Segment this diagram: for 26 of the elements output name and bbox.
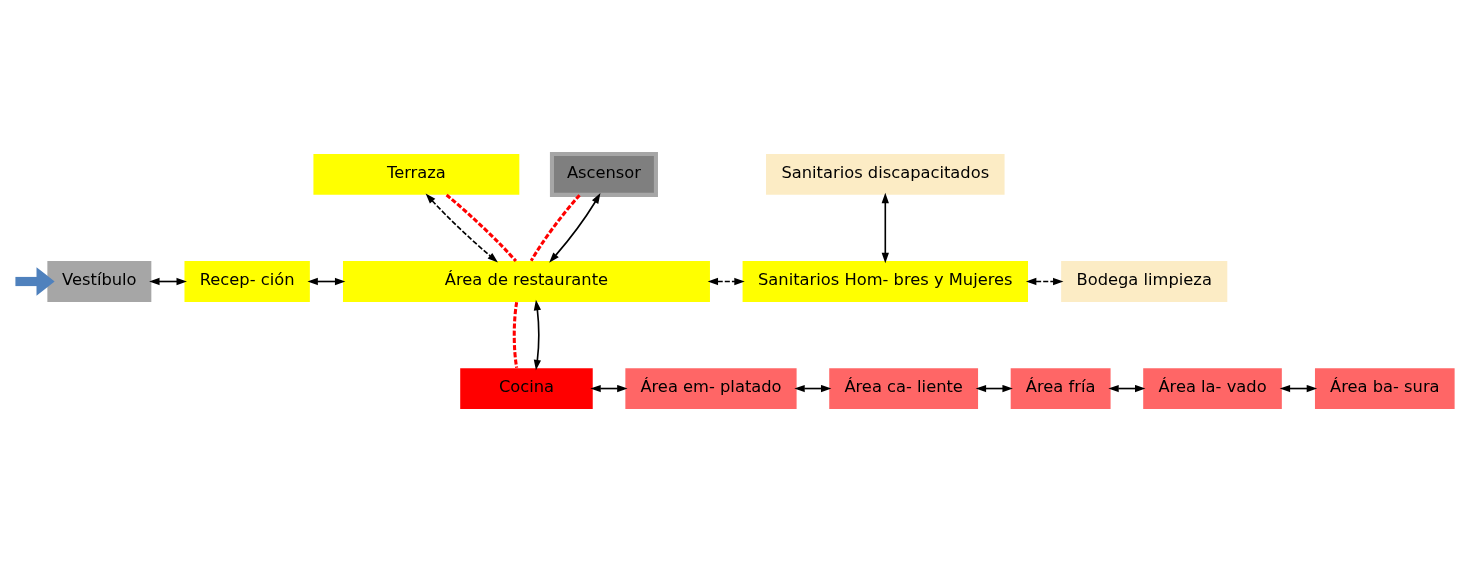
node-box: Bodega limpieza — [1060, 260, 1227, 302]
arrow — [306, 277, 345, 285]
arrow — [881, 192, 889, 263]
arrow — [1025, 277, 1063, 285]
arrow — [148, 277, 187, 285]
node-box: Área ca- liente — [828, 367, 978, 409]
connector — [512, 301, 518, 368]
arrow — [533, 299, 541, 370]
arrow — [425, 192, 498, 262]
node-box: Vestíbulo — [46, 260, 151, 302]
node-box: Cocina — [459, 367, 593, 409]
node-box: Sanitarios discapacitados — [765, 153, 1005, 195]
node-box: Sanitarios Hom- bres y Mujeres — [742, 260, 1028, 302]
node-box: Ascensor — [549, 151, 658, 197]
arrow — [707, 277, 745, 285]
connector — [445, 193, 517, 262]
node-box: Recep- ción — [183, 260, 310, 302]
node-box: Área em- platado — [624, 367, 797, 409]
connector — [529, 193, 581, 262]
arrow — [14, 266, 55, 296]
node-box: Área ba- sura — [1314, 367, 1455, 409]
node-box: Área la- vado — [1142, 367, 1282, 409]
arrow — [548, 192, 600, 263]
node-box: Área fría — [1010, 367, 1111, 409]
node-box: Terraza — [312, 153, 519, 195]
node-box: Área de restaurante — [342, 260, 710, 302]
